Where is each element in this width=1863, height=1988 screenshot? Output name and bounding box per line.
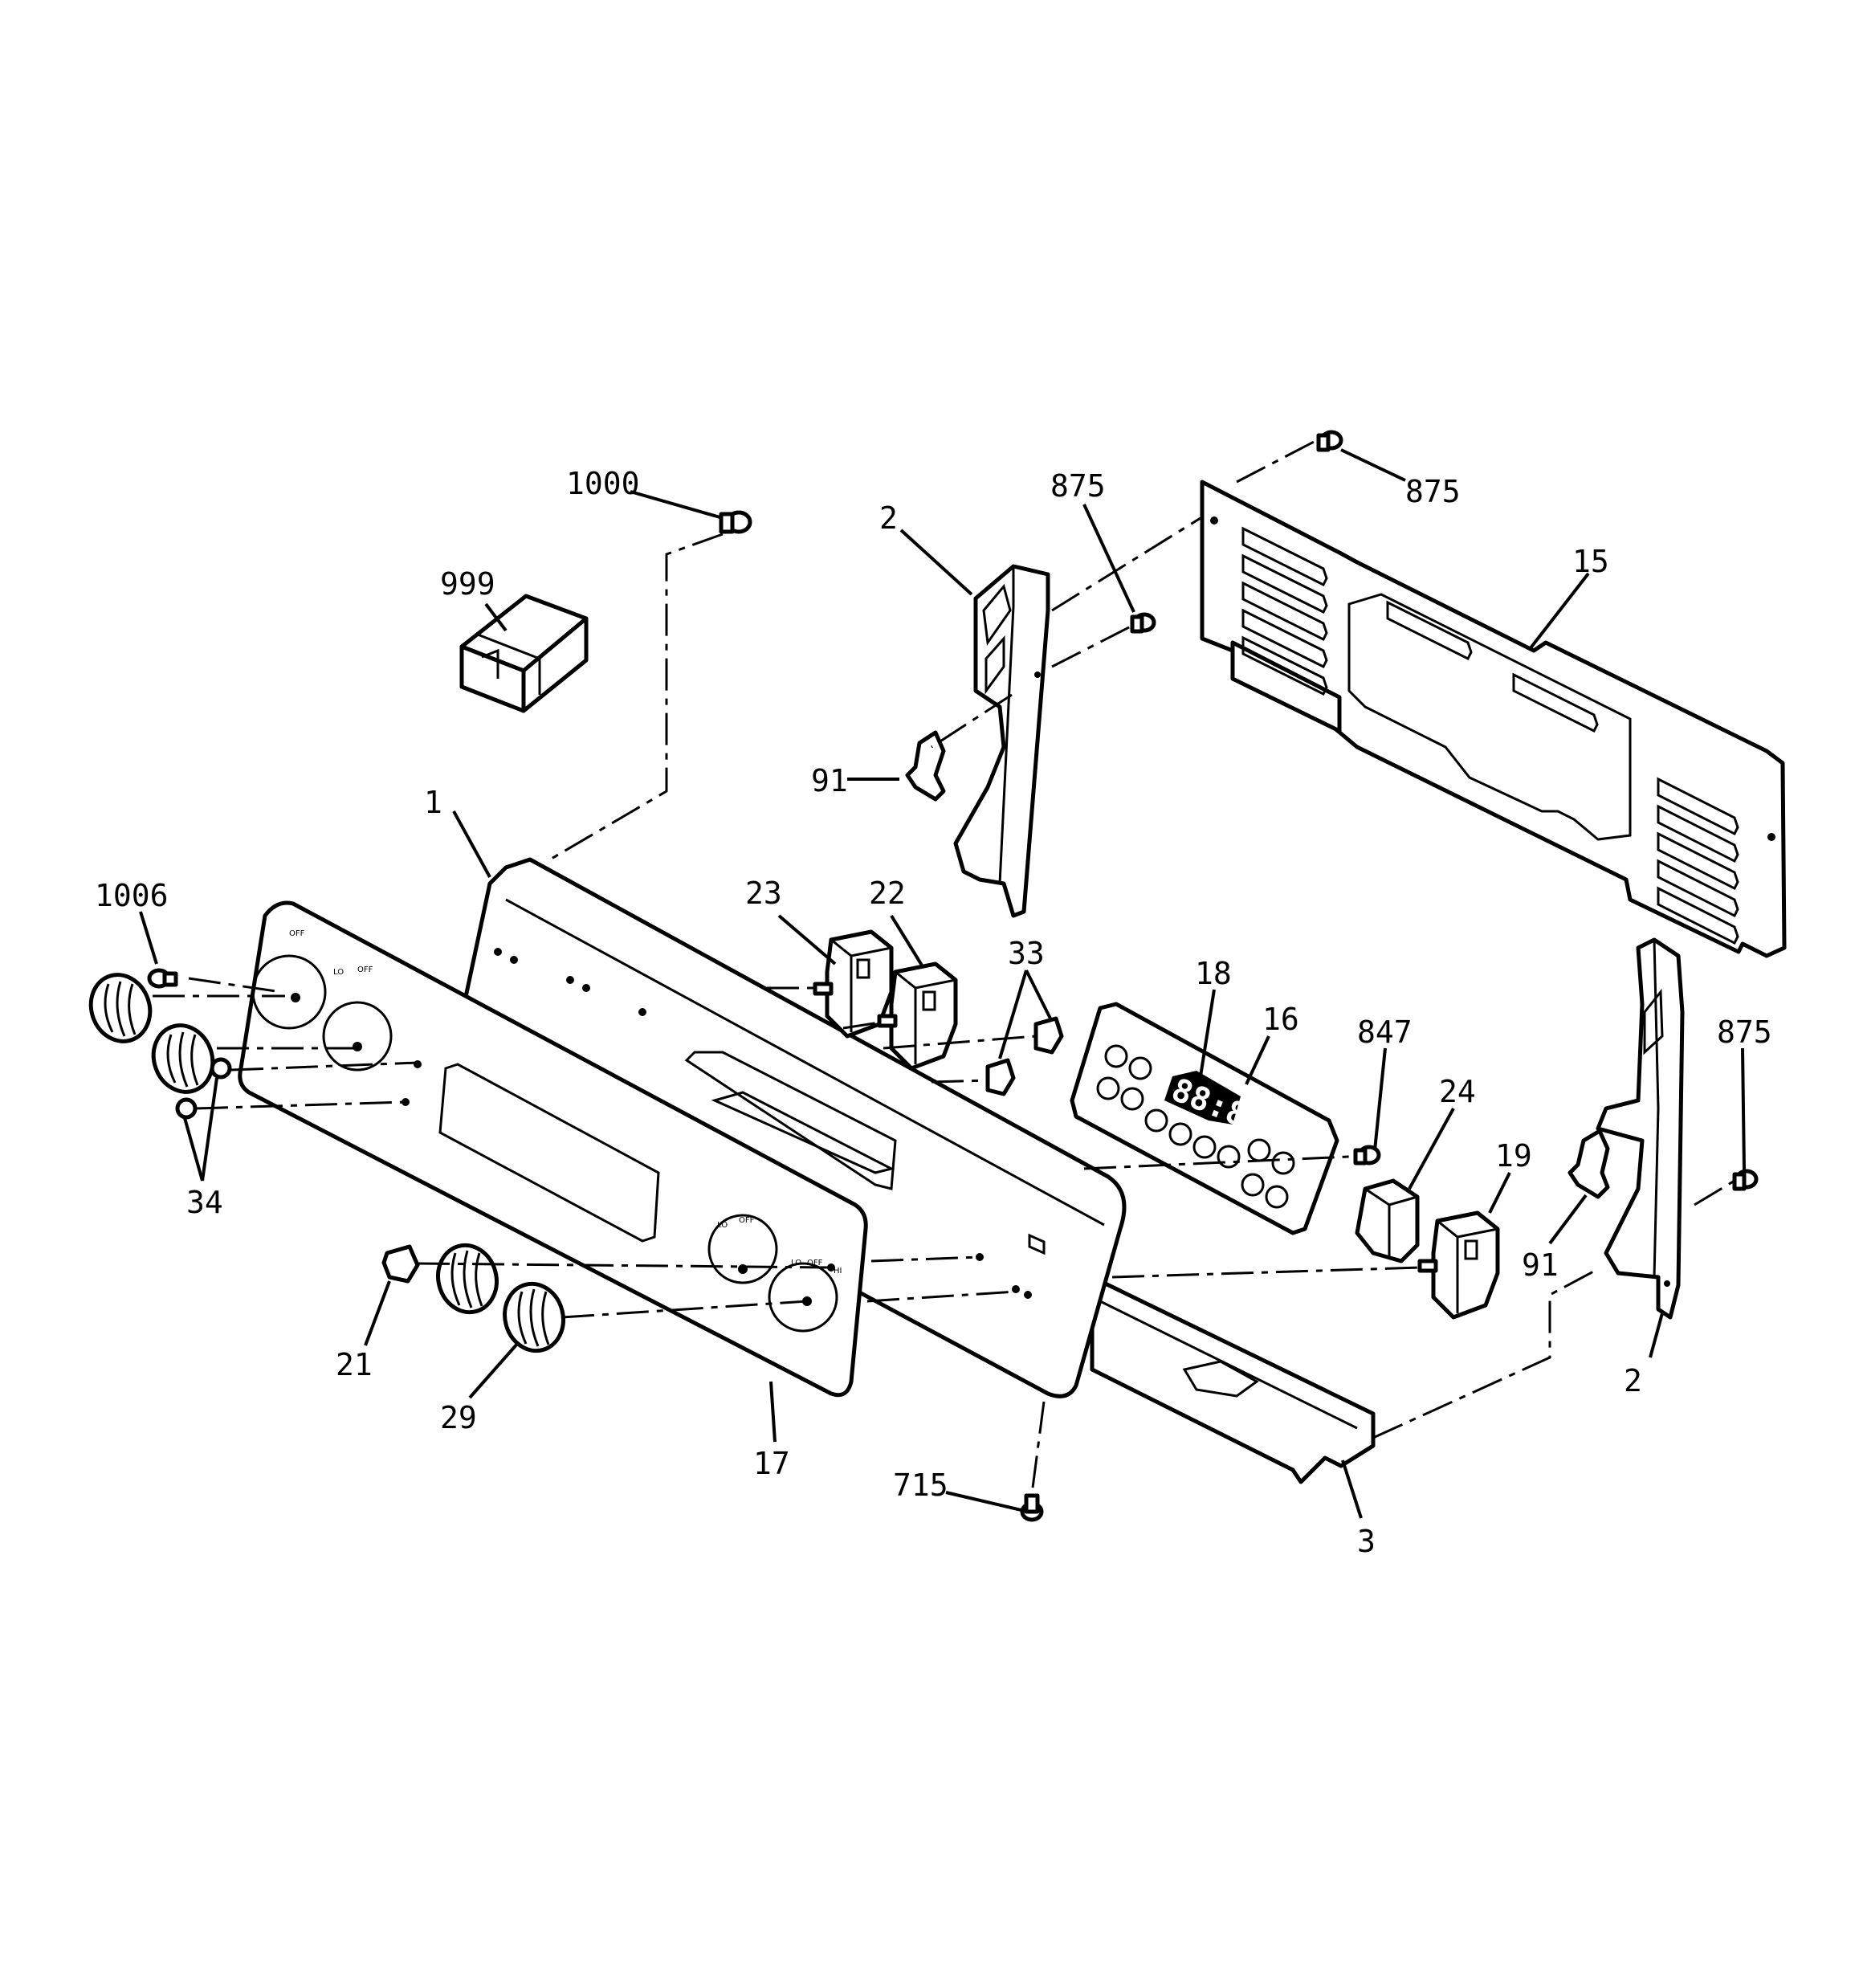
rear-panel-louvers-right xyxy=(1657,777,1739,945)
svg-text:LO: LO xyxy=(791,1259,801,1268)
part-1-backguard xyxy=(447,857,1127,1398)
callout-2-lower: 2 xyxy=(1624,1363,1642,1398)
svg-text:HI: HI xyxy=(834,1267,842,1276)
svg-text:OFF: OFF xyxy=(739,1216,755,1225)
part-91-bracket-upper xyxy=(905,730,946,802)
svg-text:LO: LO xyxy=(717,1221,728,1230)
callout-33: 33 xyxy=(1008,936,1045,971)
part-999-box xyxy=(459,594,589,713)
callout-labels: 1000 999 2 875 875 15 91 1 1006 23 22 33… xyxy=(95,466,1772,1559)
part-29-knob xyxy=(503,1281,565,1353)
part-knob-lower-a xyxy=(436,1243,499,1315)
callout-18: 18 xyxy=(1195,956,1232,991)
part-847-screw xyxy=(1353,1145,1381,1165)
callout-2-upper: 2 xyxy=(879,500,898,536)
part-875-screw-right xyxy=(1732,1169,1759,1191)
svg-text:OFF: OFF xyxy=(357,965,373,974)
part-15-rear-panel xyxy=(1200,480,1787,958)
callout-875-right: 875 xyxy=(1717,1014,1772,1050)
part-19-infinite-switch xyxy=(1417,1210,1500,1320)
rear-panel-louvers-middle xyxy=(1386,600,1599,733)
dial-left-middle: OFF LO xyxy=(322,965,393,1072)
callout-875-top: 875 xyxy=(1405,474,1461,509)
part-33-rocker-switch-upper xyxy=(1033,1016,1064,1055)
part-875-screw-top xyxy=(1316,430,1343,452)
callout-1000: 1000 xyxy=(566,466,640,501)
part-2-end-cap-upper xyxy=(953,564,1050,918)
part-22-infinite-switch xyxy=(877,961,958,1071)
callout-3: 3 xyxy=(1357,1524,1376,1559)
part-21-rocker-switch xyxy=(381,1244,420,1284)
svg-text:OFF: OFF xyxy=(289,929,305,938)
part-1000-screw xyxy=(719,510,752,534)
callout-91-upper: 91 xyxy=(811,763,848,798)
part-715-screw xyxy=(1020,1493,1044,1522)
callout-875-mid: 875 xyxy=(1050,468,1106,504)
dial-left-upper: OFF xyxy=(251,929,327,1030)
callout-715: 715 xyxy=(893,1468,948,1503)
knob-upper-left xyxy=(88,973,153,1043)
callout-19: 19 xyxy=(1495,1138,1532,1174)
rear-panel-louvers-left xyxy=(1241,526,1328,696)
svg-text:OFF: OFF xyxy=(807,1259,823,1268)
part-16-electronic-control: 88:88 xyxy=(1070,1002,1339,1235)
dial-right-upper: OFF LO xyxy=(707,1214,778,1284)
callout-17: 17 xyxy=(753,1446,790,1481)
part-91-bracket-lower xyxy=(1567,1129,1610,1199)
part-24-relay xyxy=(1355,1178,1420,1263)
callout-91-lower: 91 xyxy=(1522,1247,1559,1283)
part-1006-screw xyxy=(147,968,178,989)
leader-lines xyxy=(139,448,1746,1519)
callout-21: 21 xyxy=(336,1347,373,1382)
callout-23: 23 xyxy=(745,876,782,911)
part-33-rocker-switch-lower xyxy=(985,1058,1016,1096)
callout-34: 34 xyxy=(186,1185,223,1220)
part-23-infinite-switch xyxy=(813,929,894,1039)
assembly-lines xyxy=(153,439,1735,1495)
part-2-end-cap-lower xyxy=(1596,937,1685,1320)
svg-text:LO: LO xyxy=(333,968,344,977)
callout-847: 847 xyxy=(1357,1014,1413,1050)
callout-999: 999 xyxy=(440,566,495,602)
part-3-lower-trim xyxy=(1090,1275,1376,1484)
callout-1: 1 xyxy=(424,785,442,820)
callout-22: 22 xyxy=(869,876,906,911)
dial-right-lower: OFF LO HI xyxy=(768,1259,842,1333)
callout-24: 24 xyxy=(1439,1074,1476,1109)
knob-middle-left xyxy=(151,1023,215,1094)
callout-29: 29 xyxy=(440,1400,477,1435)
callout-15: 15 xyxy=(1572,544,1609,579)
part-34-indicator-lamp-lower xyxy=(175,1097,198,1120)
part-875-screw-mid xyxy=(1130,612,1156,634)
callout-16: 16 xyxy=(1262,1002,1299,1037)
callout-1006: 1006 xyxy=(95,878,169,913)
